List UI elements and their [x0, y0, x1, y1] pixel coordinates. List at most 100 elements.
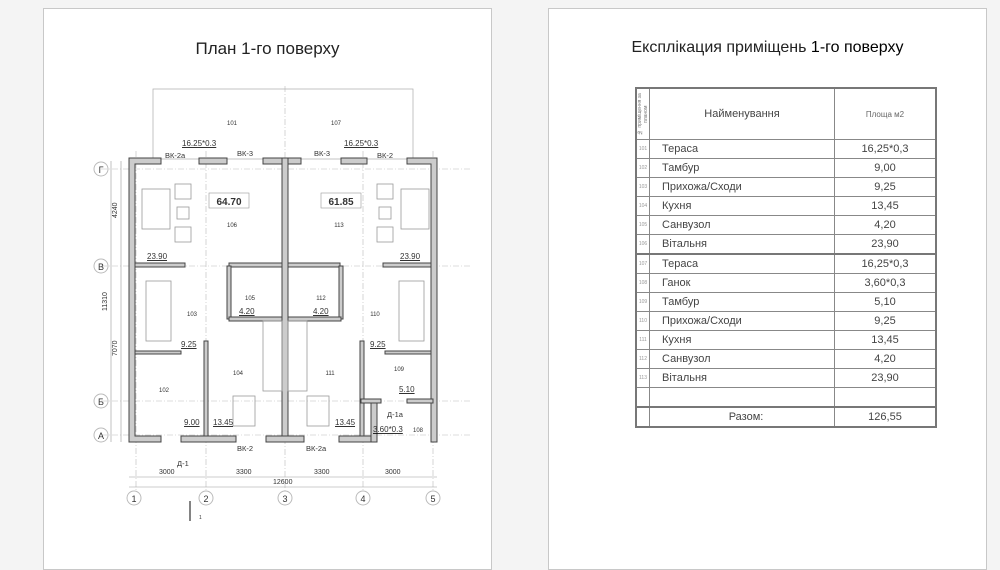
- room-number: 113: [334, 223, 344, 229]
- axis-label: Г: [99, 165, 104, 175]
- window-label: ВК-2: [377, 151, 393, 160]
- cell-area: 9,25: [834, 177, 937, 197]
- room-number: 104: [233, 371, 244, 377]
- cell-name: Кухня: [649, 196, 835, 216]
- window-label: ВК-2а: [165, 151, 186, 160]
- room-area: 9.25: [181, 340, 197, 349]
- cell-num: 105: [635, 215, 650, 235]
- dimension: 7070: [112, 340, 119, 356]
- explication-sheet: Експлікация приміщень 1-го поверху № при…: [548, 8, 987, 570]
- cell-area: 9,00: [834, 158, 937, 178]
- cell-num: 112: [635, 349, 650, 369]
- cell-area: 4,20: [834, 215, 937, 235]
- dimension: 3000: [385, 469, 401, 476]
- table-header: № приміщення за планом Найменування Площ…: [635, 87, 937, 140]
- dimension: 3300: [236, 469, 252, 476]
- room-area: 9.25: [370, 340, 386, 349]
- floor-plan-drawing: Г В Б А 1 2 3 4 5 4240 11310 7070 3000 3…: [93, 86, 471, 521]
- empty-cell: [649, 387, 835, 408]
- room-area: 23.90: [147, 252, 168, 261]
- cell-name: Тамбур: [649, 158, 835, 178]
- cell-num: 110: [635, 311, 650, 331]
- axis-label: А: [98, 431, 104, 441]
- room-area: 4.20: [313, 307, 329, 316]
- axis-label: 1: [131, 494, 136, 504]
- cell-area: 5,10: [834, 292, 937, 312]
- room-number: 105: [245, 296, 256, 302]
- room-area: 13.45: [335, 418, 356, 427]
- cell-num: 104: [635, 196, 650, 216]
- window-label: ВК-2: [237, 444, 253, 453]
- room-number: 106: [227, 223, 238, 229]
- cell-area: 9,25: [834, 311, 937, 331]
- plan-sheet: План 1-го поверху: [43, 8, 492, 570]
- empty-cell: [635, 387, 650, 408]
- title-prefix: Експлікация приміщень: [631, 39, 811, 56]
- cell-name: Санвузол: [649, 215, 835, 235]
- axis-label: 5: [430, 494, 435, 504]
- cell-num: 113: [635, 368, 650, 388]
- room-area: 16.25*0.3: [182, 139, 217, 148]
- cell-num: 106: [635, 234, 650, 255]
- room-number: 102: [159, 388, 170, 394]
- cell-num: 111: [635, 330, 650, 350]
- title-bold: 1-го поверху: [810, 39, 904, 56]
- section-mark: 1: [199, 515, 202, 521]
- room-area: 4.20: [239, 307, 255, 316]
- dimension: 4240: [112, 202, 119, 218]
- total-label: Разом:: [649, 406, 835, 428]
- room-area: 23.90: [400, 252, 421, 261]
- cell-name: Вітальня: [649, 234, 835, 255]
- room-number: 101: [227, 121, 238, 127]
- total-row: Разом:126,55: [635, 406, 937, 428]
- plan-title: План 1-го поверху: [195, 39, 340, 58]
- window-label: ВК-2а: [306, 444, 327, 453]
- cell-name: Прихожа/Сходи: [649, 311, 835, 331]
- door-label: Д-1: [177, 459, 189, 468]
- cell-name: Прихожа/Сходи: [649, 177, 835, 197]
- cell-area: 23,90: [834, 368, 937, 388]
- window-label: ВК-3: [314, 149, 330, 158]
- room-area: 5.10: [399, 385, 415, 394]
- cell-name: Ганок: [649, 273, 835, 293]
- cell-area: 16,25*0,3: [834, 139, 937, 159]
- room-number: 108: [413, 428, 424, 434]
- door-label: Д-1а: [387, 410, 404, 419]
- dimension: 3300: [314, 469, 330, 476]
- header-area: Площа м2: [834, 87, 937, 140]
- cell-name: Тераса: [649, 139, 835, 159]
- room-number: 111: [325, 371, 335, 377]
- room-number: 112: [316, 296, 326, 302]
- cell-name: Санвузол: [649, 349, 835, 369]
- header-num: № приміщення за планом: [637, 93, 649, 135]
- cell-num: 107: [635, 253, 650, 274]
- cell-name: Тераса: [649, 253, 835, 274]
- axis-label: Б: [98, 397, 104, 407]
- dimension: 11310: [102, 292, 109, 311]
- cell-num: 103: [635, 177, 650, 197]
- axis-label: 4: [360, 494, 365, 504]
- cell-num: 108: [635, 273, 650, 293]
- cell-area: 13,45: [834, 196, 937, 216]
- apartment-area: 61.85: [328, 197, 353, 208]
- cell-area: 3,60*0,3: [834, 273, 937, 293]
- cell-area: 16,25*0,3: [834, 253, 937, 274]
- empty-cell: [834, 387, 937, 408]
- axis-label: В: [98, 262, 104, 272]
- empty-row: [635, 387, 937, 408]
- room-number: 103: [187, 312, 198, 318]
- cell-num: 101: [635, 139, 650, 159]
- room-area: 16.25*0.3: [344, 139, 379, 148]
- cell-area: 13,45: [834, 330, 937, 350]
- room-number: 110: [370, 312, 380, 318]
- room-area: 9.00: [184, 418, 200, 427]
